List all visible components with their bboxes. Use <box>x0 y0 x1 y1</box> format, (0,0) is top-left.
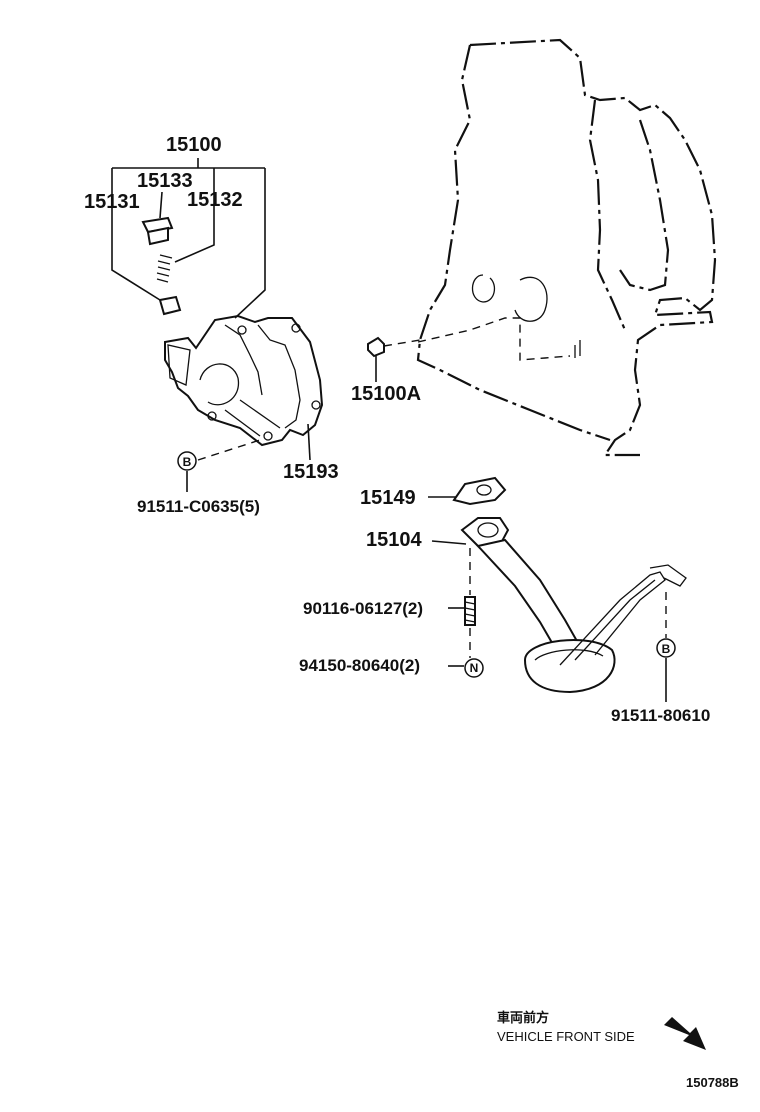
relief-valve-spring <box>156 254 173 283</box>
label-15193: 15193 <box>283 461 339 483</box>
relief-valve-plug <box>141 216 174 246</box>
plug-15100a <box>367 336 421 382</box>
nut-n-marker: N <box>464 658 484 678</box>
leader-15104 <box>431 540 467 545</box>
front-label-japanese: 車両前方 <box>497 1010 549 1026</box>
label-94150-80640: 94150-80640(2) <box>299 656 420 675</box>
label-15131: 15131 <box>84 191 140 213</box>
bolt-b-marker-right: B <box>656 638 676 658</box>
oil-pump-body <box>164 314 324 447</box>
bolt-b-letter-left: B <box>183 455 192 469</box>
stud-90116 <box>464 596 476 626</box>
label-15100a: 15100A <box>351 383 421 405</box>
bolt-b-marker-left: B <box>177 451 197 471</box>
bolt-b-letter-right: B <box>662 642 671 656</box>
front-label-english: VEHICLE FRONT SIDE <box>497 1029 635 1044</box>
oil-strainer <box>460 517 687 694</box>
label-15133: 15133 <box>137 170 193 192</box>
label-15132: 15132 <box>187 189 243 211</box>
label-15100: 15100 <box>166 134 222 156</box>
group-bracket-15100 <box>111 158 266 319</box>
label-91511-c0635: 91511-C0635(5) <box>137 497 260 516</box>
nut-n-letter: N <box>470 661 479 675</box>
leader-15193 <box>307 423 311 461</box>
label-91511-80610: 91511-80610 <box>611 706 710 725</box>
gasket-15149 <box>452 476 507 506</box>
relief-valve-piston <box>158 295 182 316</box>
arrow-down-right-icon <box>664 1017 706 1050</box>
label-15104: 15104 <box>366 529 422 551</box>
label-15149: 15149 <box>360 487 416 509</box>
reference-code: 150788B <box>686 1075 739 1090</box>
engine-block-outline <box>416 38 717 457</box>
leader-bolt-left <box>197 439 261 461</box>
label-90116-06127: 90116-06127(2) <box>303 599 423 618</box>
